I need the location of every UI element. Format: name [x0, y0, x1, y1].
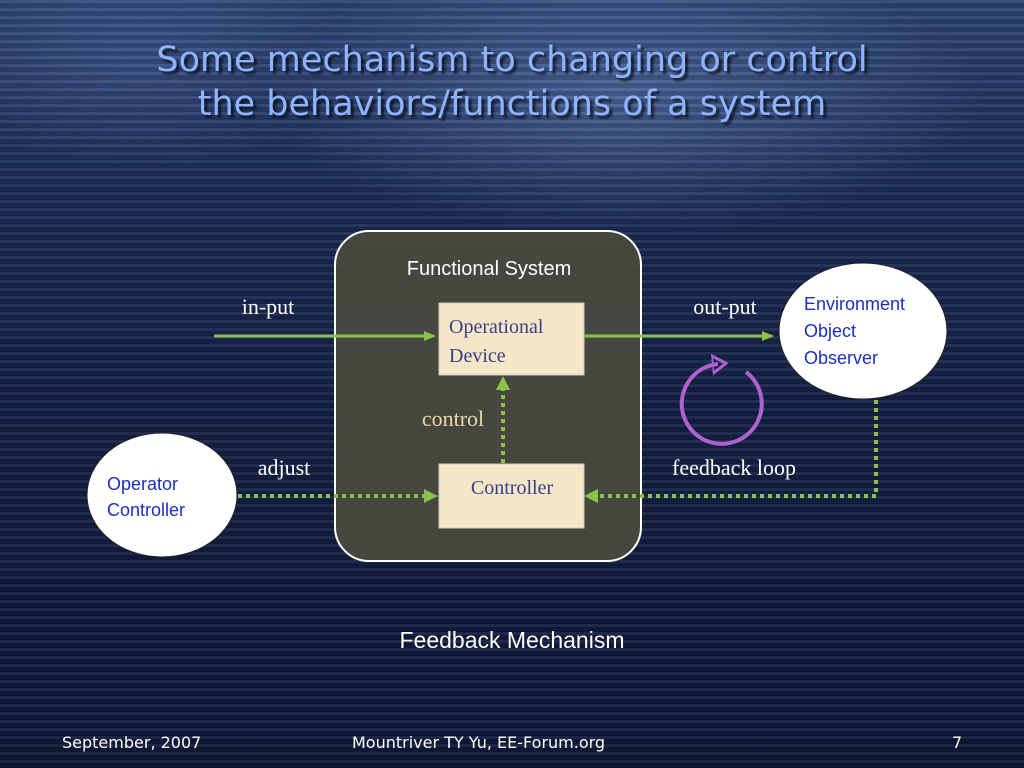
slide-title: Some mechanism to changing or control th… [0, 38, 1024, 126]
environment-ellipse [778, 262, 948, 400]
adjust-arrowhead [424, 489, 438, 503]
output-label: out-put [693, 294, 757, 319]
operator-ellipse [86, 432, 238, 558]
diagram-caption: Feedback Mechanism [399, 627, 625, 653]
slide-title-line-2: the behaviors/functions of a system [197, 84, 827, 124]
controller-label: Controller [471, 477, 554, 499]
control-label: control [422, 406, 484, 431]
operator-line-2: Controller [107, 500, 185, 520]
operator-line-1: Operator [107, 474, 178, 494]
circular-arrow-icon [679, 364, 764, 446]
operational-device-line-1: Operational [449, 316, 544, 338]
feedback-arrowhead [584, 489, 598, 503]
footer-page-number: 7 [952, 733, 963, 752]
control-arrowhead [496, 376, 510, 390]
footer-date: September, 2007 [62, 733, 202, 752]
operational-device-line-2: Device [449, 345, 506, 367]
footer-author: Mountriver TY Yu, EE-Forum.org [352, 733, 606, 752]
slide-title-line-1: Some mechanism to changing or control [156, 40, 868, 80]
feedback-path [596, 400, 878, 498]
feedback-label: feedback loop [672, 455, 796, 480]
input-label: in-put [242, 294, 295, 319]
adjust-label: adjust [258, 455, 311, 480]
controller-box [438, 463, 585, 529]
environment-line-2: Object [804, 321, 856, 341]
operational-device-box [438, 302, 585, 376]
functional-system-label: Functional System [407, 258, 572, 280]
environment-line-3: Observer [804, 348, 878, 368]
environment-line-1: Environment [804, 294, 905, 314]
